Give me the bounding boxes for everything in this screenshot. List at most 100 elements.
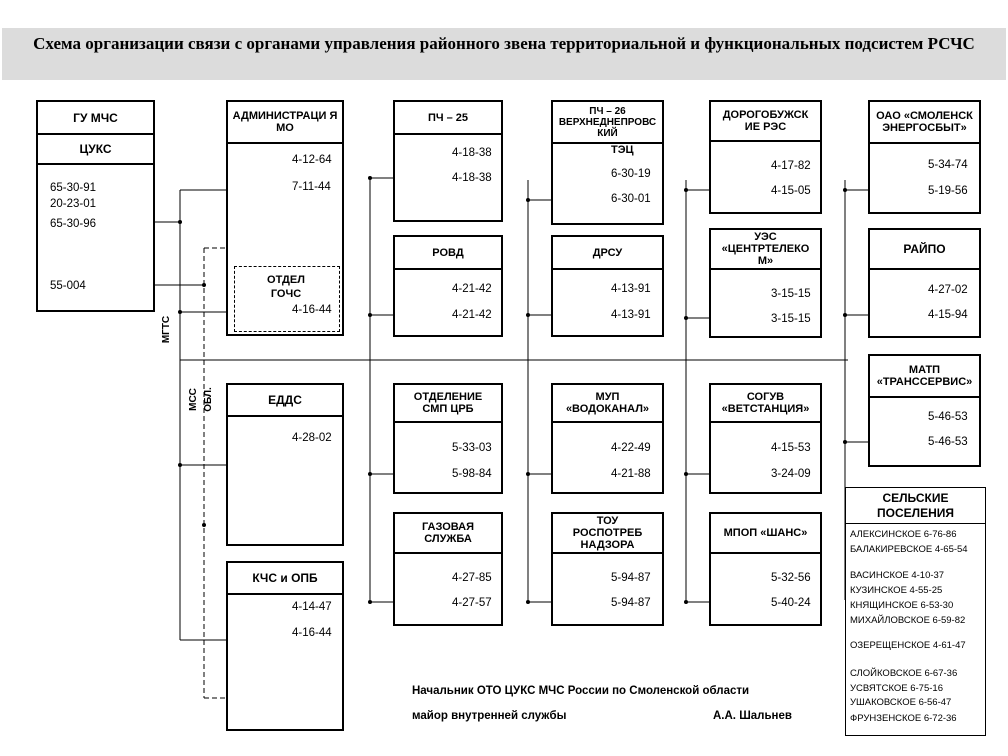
unit-pch25-number-1: 4-18-38: [452, 147, 492, 159]
unit-shans-number-2: 5-40-24: [771, 597, 811, 609]
junction-dot: [684, 600, 688, 604]
rural-item: КНЯЩИНСКОЕ 6-53-30: [850, 600, 954, 611]
junction-dot: [178, 220, 182, 224]
obl-line-label: ОБЛ.: [202, 387, 214, 412]
unit-vodokanal-number-1: 4-22-49: [611, 442, 651, 454]
unit-energ-header: ОАО «СМОЛЕНСК ЭНЕРГОСБЫТ»: [870, 102, 979, 144]
unit-smp-header: ОТДЕЛЕНИЕ СМП ЦРБ: [395, 385, 501, 423]
junction-dot: [526, 472, 530, 476]
junction-dot: [368, 176, 372, 180]
unit-smp-number-1: 5-33-03: [452, 442, 492, 454]
rural-item: БАЛАКИРЕВСКОЕ 4-65-54: [850, 544, 968, 555]
unit-pch25-number-2: 4-18-38: [452, 172, 492, 184]
unit-pch25-box: ПЧ – 25 4-18-38 4-18-38: [393, 100, 503, 222]
unit-energ-number-1: 5-34-74: [928, 159, 968, 171]
junction-dot: [202, 283, 206, 287]
unit-ues-number-2: 3-15-15: [771, 313, 811, 325]
unit-gaz-number-2: 4-27-57: [452, 597, 492, 609]
unit-matp-number-1: 5-46-53: [928, 411, 968, 423]
kchs-number-1: 4-14-47: [292, 601, 332, 613]
gu-number-2: 20-23-01: [50, 198, 97, 210]
unit-shans-number-1: 5-32-56: [771, 572, 811, 584]
junction-dot: [843, 188, 847, 192]
admin-mo-header: АДМИНИСТРАЦИ Я МО: [228, 102, 342, 144]
unit-rospotreb-header: ТОУ РОСПОТРЕБ НАДЗОРА: [553, 514, 662, 554]
rural-item: ВАСИНСКОЕ 4-10-37: [850, 570, 945, 581]
junction-dot: [684, 316, 688, 320]
junction-dot: [368, 600, 372, 604]
admin-number-3: 4-16-44: [292, 304, 332, 316]
junction-dot: [684, 188, 688, 192]
unit-rospotreb-number-2: 5-94-87: [611, 597, 651, 609]
unit-pch26-sub: ТЭЦ: [611, 144, 634, 156]
admin-number-1: 4-12-64: [292, 154, 332, 166]
junction-dot: [526, 600, 530, 604]
unit-ues-number-1: 3-15-15: [771, 288, 811, 300]
rural-item: КУЗИНСКОЕ 4-55-25: [850, 585, 943, 596]
junction-dot: [843, 313, 847, 317]
unit-gaz-header: ГАЗОВАЯ СЛУЖБА: [395, 514, 501, 554]
edds-box: ЕДДС 4-28-02: [226, 383, 344, 546]
gu-number-1: 65-30-91: [50, 182, 97, 194]
junction-dot: [178, 310, 182, 314]
diagram-title: Схема организации связи с органами управ…: [2, 28, 1006, 80]
junction-dot: [178, 463, 182, 467]
mgts-line-label: МГТС: [161, 315, 173, 344]
unit-shans-box: МПОП «ШАНС» 5-32-56 5-40-24: [709, 512, 822, 626]
rural-settlements-title: СЕЛЬСКИЕ ПОСЕЛЕНИЯ: [846, 488, 985, 524]
unit-energ-box: ОАО «СМОЛЕНСК ЭНЕРГОСБЫТ» 5-34-74 5-19-5…: [868, 100, 981, 214]
junction-dot: [684, 472, 688, 476]
junction-dot: [368, 313, 372, 317]
unit-raipo-number-1: 4-27-02: [928, 284, 968, 296]
unit-vodokanal-header: МУП «ВОДОКАНАЛ»: [553, 385, 662, 423]
unit-pch25-header: ПЧ – 25: [395, 102, 501, 135]
rural-item: УШАКОВСКОЕ 6-56-47: [850, 697, 952, 708]
unit-gaz-number-1: 4-27-85: [452, 572, 492, 584]
otdel-gochs-label: ОТДЕЛ ГОЧС: [267, 274, 305, 300]
tsuks-header: ЦУКС: [38, 135, 153, 165]
unit-pch26-number-1: 6-30-19: [611, 168, 651, 180]
unit-dorog-header: ДОРОГОБУЖСК ИЕ РЭС: [711, 102, 820, 142]
unit-matp-number-2: 5-46-53: [928, 436, 968, 448]
footer-signature-line-2: майор внутренней службы: [412, 710, 567, 722]
unit-smp-number-2: 5-98-84: [452, 468, 492, 480]
unit-rospotreb-number-1: 5-94-87: [611, 572, 651, 584]
unit-shans-header: МПОП «ШАНС»: [711, 514, 820, 554]
unit-vodokanal-box: МУП «ВОДОКАНАЛ» 4-22-49 4-21-88: [551, 383, 664, 494]
unit-rovd-header: РОВД: [395, 237, 501, 270]
unit-drsu-box: ДРСУ 4-13-91 4-13-91: [551, 235, 664, 337]
footer-signature-name: А.А. Шальнев: [713, 710, 792, 722]
rural-item: ФРУНЗЕНСКОЕ 6-72-36: [850, 713, 957, 724]
gu-number-3: 65-30-96: [50, 218, 97, 230]
rural-item: ОЗЕРЕЩЕНСКОЕ 4-61-47: [850, 640, 966, 651]
gu-number-4: 55-004: [50, 280, 86, 292]
unit-raipo-header: РАЙПО: [870, 230, 979, 270]
unit-rovd-box: РОВД 4-21-42 4-21-42: [393, 235, 503, 337]
unit-raipo-box: РАЙПО 4-27-02 4-15-94: [868, 228, 981, 338]
junction-dot: [526, 198, 530, 202]
kchs-box: КЧС и ОПБ 4-14-47 4-16-44: [226, 561, 344, 731]
unit-matp-header: МАТП «ТРАНССЕРВИС»: [870, 356, 979, 398]
unit-drsu-number-1: 4-13-91: [611, 283, 651, 295]
unit-rospotreb-box: ТОУ РОСПОТРЕБ НАДЗОРА 5-94-87 5-94-87: [551, 512, 664, 626]
unit-raipo-number-2: 4-15-94: [928, 309, 968, 321]
rural-settlements-box: СЕЛЬСКИЕ ПОСЕЛЕНИЯ АЛЕКСИНСКОЕ 6-76-86 Б…: [845, 487, 986, 736]
otdel-gochs-frame: [234, 266, 340, 332]
unit-dorog-number-1: 4-17-82: [771, 160, 811, 172]
edds-header: ЕДДС: [228, 385, 342, 417]
unit-smp-box: ОТДЕЛЕНИЕ СМП ЦРБ 5-33-03 5-98-84: [393, 383, 503, 494]
unit-pch26-box: ПЧ – 26 ВЕРХНЕДНЕПРОВС КИЙ ТЭЦ 6-30-19 6…: [551, 100, 664, 225]
junction-dot: [202, 523, 206, 527]
junction-dot: [843, 440, 847, 444]
footer-signature-line-1: Начальник ОТО ЦУКС МЧС России по Смоленс…: [412, 685, 750, 697]
mss-line-label: МСС: [187, 388, 199, 411]
unit-sogub-header: СОГУВ «ВЕТСТАНЦИЯ»: [711, 385, 820, 423]
unit-rovd-number-2: 4-21-42: [452, 309, 492, 321]
unit-pch26-number-2: 6-30-01: [611, 193, 651, 205]
unit-sogub-box: СОГУВ «ВЕТСТАНЦИЯ» 4-15-53 3-24-09: [709, 383, 822, 494]
unit-ues-box: УЭС «ЦЕНТРТЕЛЕКО М» 3-15-15 3-15-15: [709, 228, 822, 338]
gu-mchs-header: ГУ МЧС: [38, 102, 153, 135]
gu-mchs-box: ГУ МЧС ЦУКС 65-30-91 20-23-01 65-30-96 5…: [36, 100, 155, 312]
unit-rovd-number-1: 4-21-42: [452, 283, 492, 295]
junction-dot: [526, 313, 530, 317]
